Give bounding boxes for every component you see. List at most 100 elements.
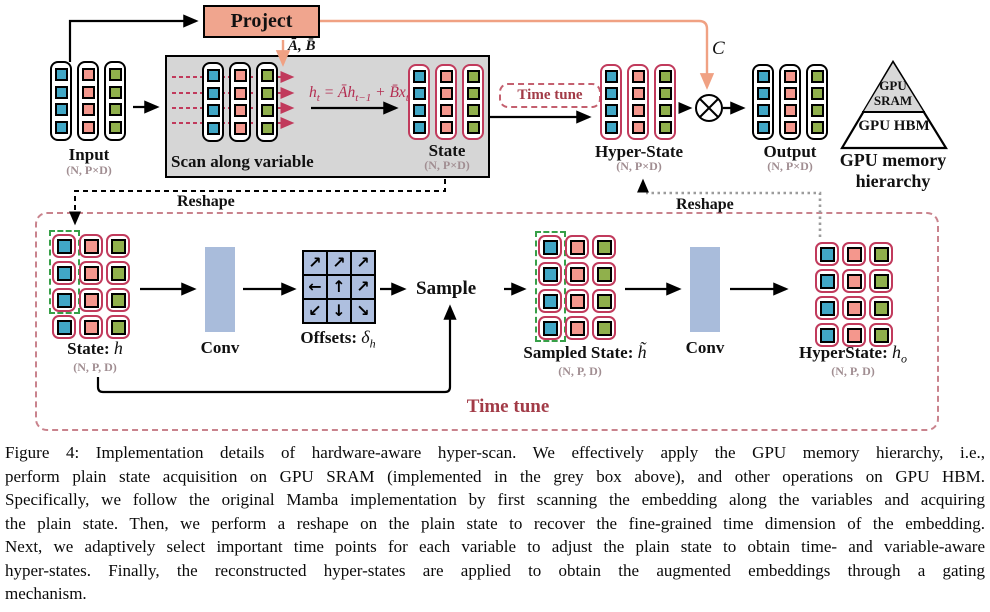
blue-square (756, 121, 770, 134)
state-dims: (N, P×D) (424, 158, 470, 172)
green-square (260, 122, 274, 136)
blue-square (56, 292, 72, 308)
green-square (658, 121, 672, 134)
hyperstate-h-grid (815, 242, 893, 347)
hyperstate-h-dims: (N, P, D) (831, 364, 875, 378)
green-square (110, 265, 126, 281)
state-cell-green (869, 323, 893, 347)
blue-square (756, 87, 770, 100)
offset-arrow-cell: ↓ (328, 300, 350, 322)
offset-arrow-cell: ↗ (352, 276, 374, 298)
output-label: Output (763, 142, 817, 161)
green-square (260, 104, 274, 118)
sampled-state-label: Sampled State: h̃ (523, 342, 646, 363)
vector-column-blue (408, 64, 430, 140)
offsets-delta-sub: h (369, 336, 376, 351)
eq-sub-t: t (316, 92, 320, 105)
caption-line: Next, we adaptively select important tim… (5, 537, 985, 556)
salmon-square (631, 70, 645, 83)
salmon-square (783, 87, 797, 100)
salmon-square (569, 266, 585, 282)
salmon-square (83, 238, 99, 254)
hyperstate-h-variable: ho (892, 342, 907, 366)
green-square (810, 104, 824, 117)
state-cell-green (106, 234, 130, 258)
eq-sub-t1: t−1 (355, 92, 372, 105)
green-square (108, 121, 122, 135)
salmon-square (233, 86, 247, 100)
salmon-square (233, 68, 247, 82)
blue-square (56, 238, 72, 254)
sampled-state-dims: (N, P, D) (558, 364, 602, 378)
blue-square (756, 104, 770, 117)
hyper-state-label: Hyper-State (594, 142, 684, 161)
otimes-cross-2 (699, 98, 719, 118)
state-cell-salmon (79, 234, 103, 258)
time-tune-dashed-box (35, 212, 939, 431)
eq-h: h (309, 84, 317, 101)
green-square (873, 300, 889, 316)
state-h-label: State: h (67, 338, 123, 359)
state-cell-blue (52, 315, 76, 339)
hyper-state-dims: (N, P×D) (616, 159, 662, 173)
ab-matrices-label: Ā, B̄ (288, 38, 316, 54)
green-square (466, 70, 480, 83)
state-cell-salmon (842, 242, 866, 266)
vector-column-blue (752, 64, 774, 140)
conv1-block (205, 247, 235, 332)
vector-column-blue (600, 64, 622, 140)
output-matrix (752, 64, 828, 140)
green-square (260, 86, 274, 100)
c-matrix-label: C (712, 38, 725, 59)
state-cell-salmon (842, 323, 866, 347)
green-square (108, 103, 122, 117)
sampled-state-variable: h̃ (637, 342, 647, 362)
reshape-right-label: Reshape (676, 196, 734, 213)
green-square (873, 327, 889, 343)
salmon-square (631, 121, 645, 134)
vector-column-green (256, 62, 278, 142)
otimes-cross-1 (699, 98, 719, 118)
green-square (466, 87, 480, 100)
input-matrix (50, 61, 126, 141)
blue-square (412, 70, 426, 83)
blue-square (542, 239, 558, 255)
green-square (810, 70, 824, 83)
state-h-variable: h (113, 338, 123, 358)
salmon-square (846, 246, 862, 262)
eq-Bx: + B̄x (371, 84, 406, 101)
green-square (873, 273, 889, 289)
salmon-square (81, 85, 95, 99)
green-square (108, 85, 122, 99)
blue-square (56, 319, 72, 335)
caption-line: mechanism. (5, 584, 87, 603)
salmon-square (439, 87, 453, 100)
blue-square (604, 104, 618, 117)
state-cell-blue (538, 262, 562, 286)
blue-square (604, 121, 618, 134)
offsets-label: Offsets: δh (300, 327, 375, 352)
state-cell-salmon (565, 262, 589, 286)
pyramid-sram-label: SRAM (873, 93, 913, 108)
vector-column-salmon (229, 62, 251, 142)
salmon-square (569, 293, 585, 309)
pyramid-gpu-label: GPU (879, 78, 907, 93)
input-dims: (N, P×D) (66, 163, 112, 177)
vector-column-green (654, 64, 676, 140)
vector-column-blue (50, 61, 72, 141)
green-square (658, 87, 672, 100)
green-square (810, 87, 824, 100)
blue-square (412, 121, 426, 134)
blue-square (819, 300, 835, 316)
state-matrix (408, 64, 484, 140)
state-cell-blue (538, 289, 562, 313)
salmon-square (81, 103, 95, 117)
blue-square (412, 87, 426, 100)
state-cell-blue (52, 234, 76, 258)
state-h-dims: (N, P, D) (73, 360, 117, 374)
green-square (466, 121, 480, 134)
state-cell-blue (52, 261, 76, 285)
salmon-square (439, 70, 453, 83)
blue-square (819, 327, 835, 343)
state-cell-salmon (79, 315, 103, 339)
